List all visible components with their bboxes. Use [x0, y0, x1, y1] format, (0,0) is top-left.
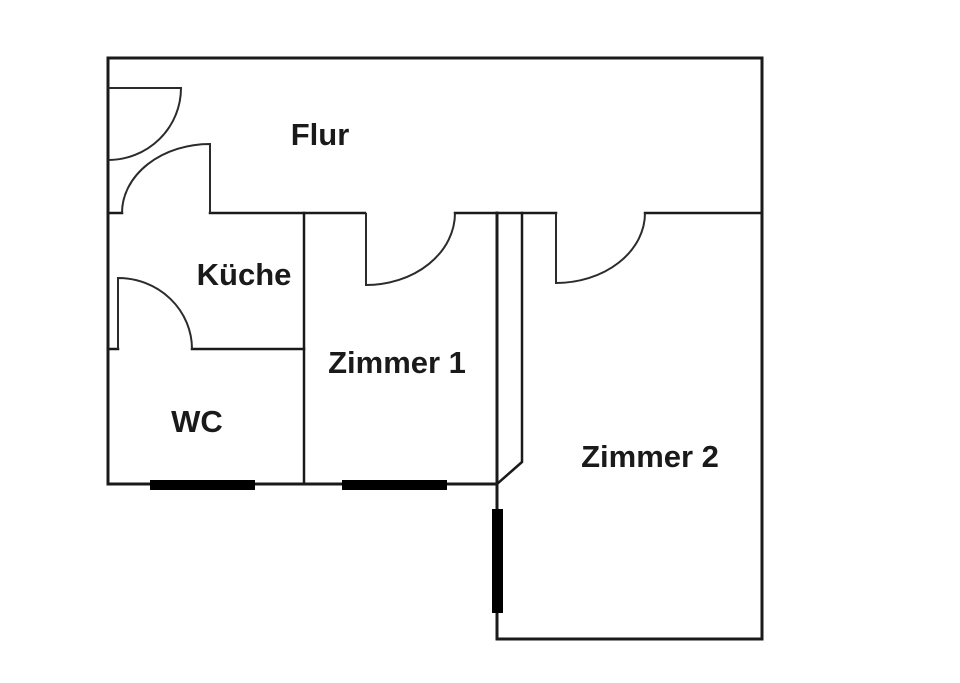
doors [107, 87, 646, 350]
kueche-door-arc [121, 142, 211, 214]
double-wall-zimmer2 [495, 211, 524, 486]
interior-walls [106, 211, 764, 486]
window-marker-zimmer1 [342, 480, 447, 490]
zimmer1-door-arc [365, 212, 456, 287]
window-markers [150, 480, 503, 613]
room-label-zimmer1: Zimmer 1 [328, 345, 466, 380]
room-labels: Flur Küche Zimmer 1 WC Zimmer 2 [171, 117, 719, 474]
wc-door-arc [117, 276, 193, 350]
window-marker-wc [150, 480, 255, 490]
window-marker-zimmer2 [492, 509, 503, 613]
room-label-kueche: Küche [197, 257, 292, 292]
room-label-zimmer2: Zimmer 2 [581, 439, 719, 474]
zimmer2-door-arc [555, 212, 646, 285]
entrance-door-arc [107, 87, 183, 161]
room-label-wc: WC [171, 404, 223, 439]
outer-boundary-wall [106, 56, 764, 641]
room-label-flur: Flur [291, 117, 350, 152]
